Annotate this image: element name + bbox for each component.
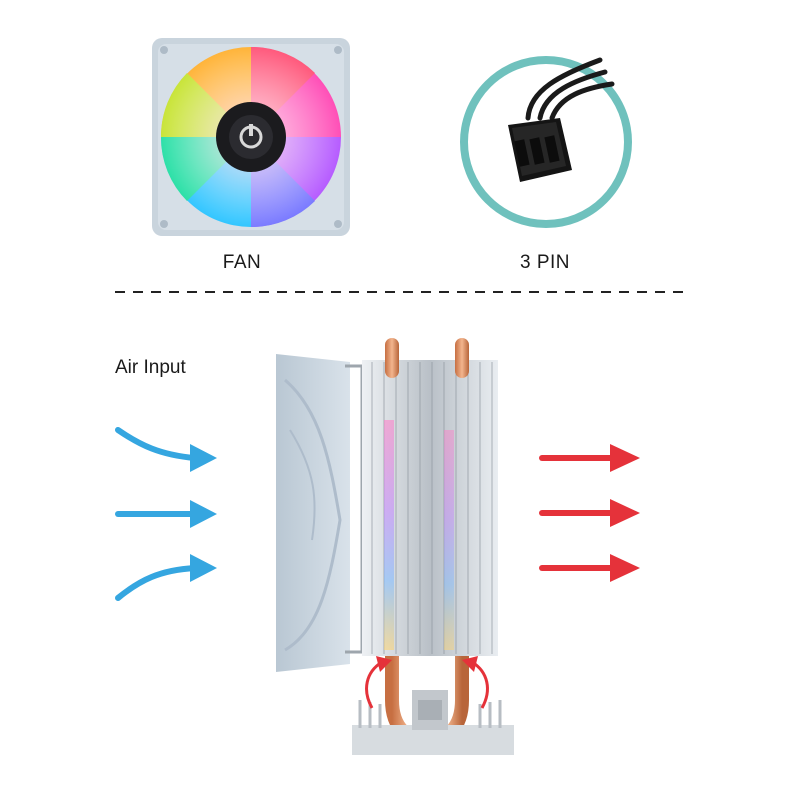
cooler-fan-side	[276, 354, 350, 672]
fan-caption: FAN	[222, 252, 262, 273]
cool-arrow-1	[115, 427, 217, 472]
air-input-label: Air Input	[115, 357, 186, 378]
fan-image	[152, 38, 350, 236]
heat-pipe	[385, 338, 399, 378]
hot-arrow-1	[539, 444, 640, 472]
hot-arrow-2	[539, 499, 640, 527]
hot-air-arrows	[539, 444, 640, 582]
heat-pipe	[455, 338, 469, 378]
cooler-base	[352, 690, 514, 755]
three-pin-connector-image	[460, 56, 632, 228]
cool-arrow-2	[115, 500, 217, 528]
cpu-cooler-image	[276, 338, 514, 755]
connector-caption: 3 PIN	[519, 252, 571, 273]
cool-air-arrows	[115, 427, 217, 601]
cool-arrow-3	[115, 554, 217, 601]
heatsink-fins	[362, 360, 498, 656]
hot-arrow-3	[539, 554, 640, 582]
